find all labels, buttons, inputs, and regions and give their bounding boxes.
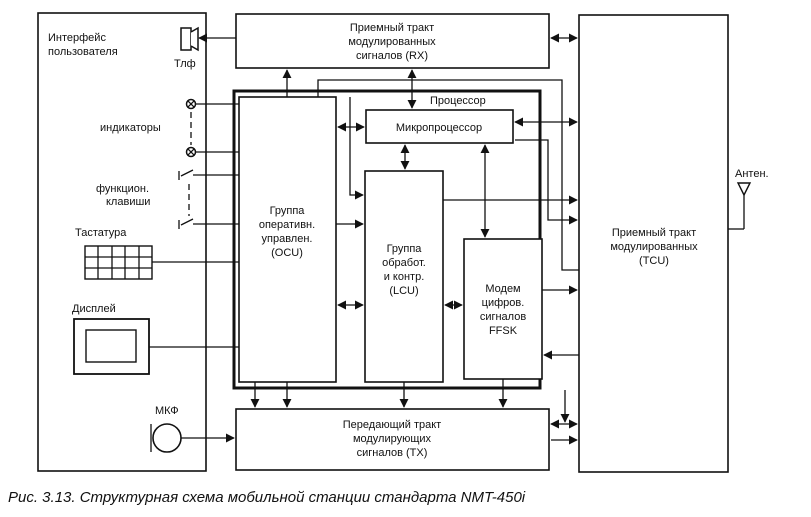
- antenna-label: Антен.: [735, 168, 769, 180]
- lcu-label-line3: и контр.: [384, 271, 425, 283]
- rx-label-line2: модулированных: [348, 36, 436, 48]
- modem-label-line3: сигналов: [480, 311, 527, 323]
- ocu-label-line1: Группа: [270, 205, 306, 217]
- ocu-label-line4: (OCU): [271, 247, 303, 259]
- lcu-block: Группа обработ. и контр. (LCU): [364, 170, 444, 383]
- figure-caption: Рис. 3.13. Структурная схема мобильной с…: [8, 489, 526, 506]
- lcu-label-line4: (LCU): [389, 285, 418, 297]
- user-interface-label-line2: пользователя: [48, 46, 118, 58]
- processor-label: Процессор: [430, 95, 486, 107]
- ocu-block: Группа оперативн. управлен. (OCU): [238, 96, 337, 383]
- function-keys-label-line1: функцион.: [96, 183, 149, 195]
- switch-icon: [178, 169, 194, 180]
- display-icon: [73, 318, 150, 375]
- user-interface-label-line1: Интерфейс: [48, 32, 106, 44]
- antenna-icon: [728, 182, 752, 230]
- user-interface-panel: Интерфейс пользователя Тлф индикаторы фу…: [37, 12, 207, 472]
- switch-icon: [178, 218, 194, 229]
- ocu-label-line3: управлен.: [262, 233, 313, 245]
- function-keys-label-line2: клавиши: [106, 196, 150, 208]
- rx-label-line1: Приемный тракт: [350, 22, 434, 34]
- modem-block: Модем цифров. сигналов FFSK: [463, 238, 543, 380]
- tcu-block: Приемный тракт модулированных (TCU): [578, 14, 729, 473]
- modem-label-line1: Модем: [485, 283, 520, 295]
- keypad-label: Тастатура: [75, 227, 127, 239]
- tx-label-line3: сигналов (TX): [357, 447, 428, 459]
- tx-label-line2: модулирующих: [353, 433, 432, 445]
- tx-block: Передающий тракт модулирующих сигналов (…: [235, 408, 550, 471]
- modem-label-line4: FFSK: [489, 325, 518, 337]
- tlf-label: Тлф: [174, 58, 196, 70]
- speaker-icon: [180, 26, 199, 52]
- microprocessor-label: Микропроцессор: [396, 122, 482, 134]
- display-label: Дисплей: [72, 303, 116, 315]
- lcu-label-line1: Группа: [387, 243, 423, 255]
- ocu-label-line2: оперативн.: [259, 219, 315, 231]
- mkf-label: МКФ: [155, 405, 179, 417]
- rx-label-line3: сигналов (RX): [356, 50, 428, 62]
- modem-label-line2: цифров.: [482, 297, 525, 309]
- tcu-label-line2: модулированных: [610, 241, 698, 253]
- indicator-lamp-icon: [185, 146, 197, 158]
- tcu-label-line1: Приемный тракт: [612, 227, 696, 239]
- tcu-label-line3: (TCU): [639, 255, 669, 267]
- indicators-label: индикаторы: [100, 122, 161, 134]
- tx-label-line1: Передающий тракт: [343, 419, 441, 431]
- indicator-lamp-icon: [185, 98, 197, 110]
- signal-connections: [149, 33, 579, 445]
- keypad-icon: [84, 245, 153, 280]
- microprocessor-block: Микропроцессор: [365, 109, 514, 144]
- rx-block: Приемный тракт модулированных сигналов (…: [235, 13, 550, 69]
- lcu-label-line2: обработ.: [382, 257, 426, 269]
- microphone-icon: [150, 423, 182, 453]
